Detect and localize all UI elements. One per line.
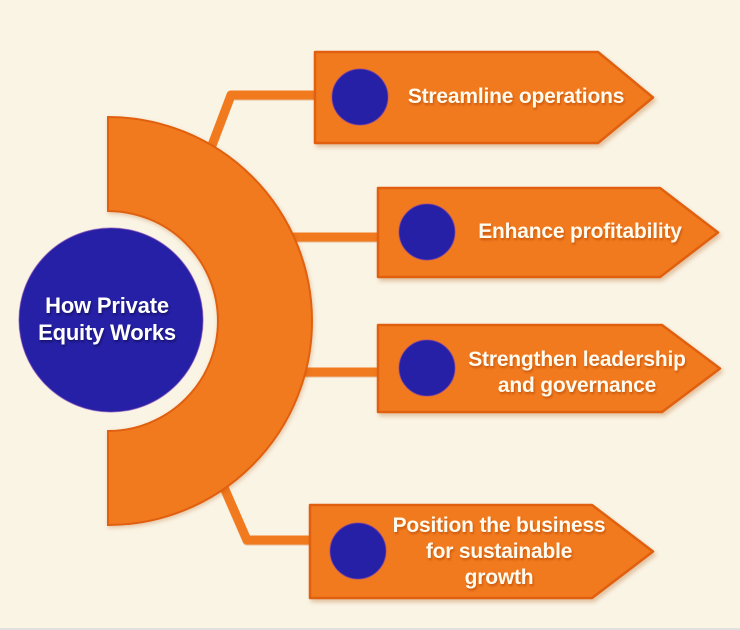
banner-arrow-2 xyxy=(376,186,720,279)
banner-shape-2 xyxy=(376,186,720,279)
banner-shape-3 xyxy=(376,323,722,414)
connector-line-4 xyxy=(215,473,319,545)
connector-line-1 xyxy=(204,90,324,158)
bullet-dot-3 xyxy=(398,339,456,397)
banner-arrow-4 xyxy=(308,503,655,600)
bullet-dot-4 xyxy=(329,522,387,580)
bottom-edge-line xyxy=(0,628,740,630)
half-donut-arc xyxy=(107,115,313,527)
connector-lines xyxy=(204,90,386,545)
banner-arrow-3 xyxy=(376,323,722,414)
center-circle xyxy=(18,227,204,413)
banner-shape-1 xyxy=(313,50,655,145)
bullet-dot-2 xyxy=(398,203,456,261)
banner-shape-4 xyxy=(308,503,655,600)
bullet-dot-1 xyxy=(331,68,389,126)
banner-arrow-1 xyxy=(313,50,655,145)
